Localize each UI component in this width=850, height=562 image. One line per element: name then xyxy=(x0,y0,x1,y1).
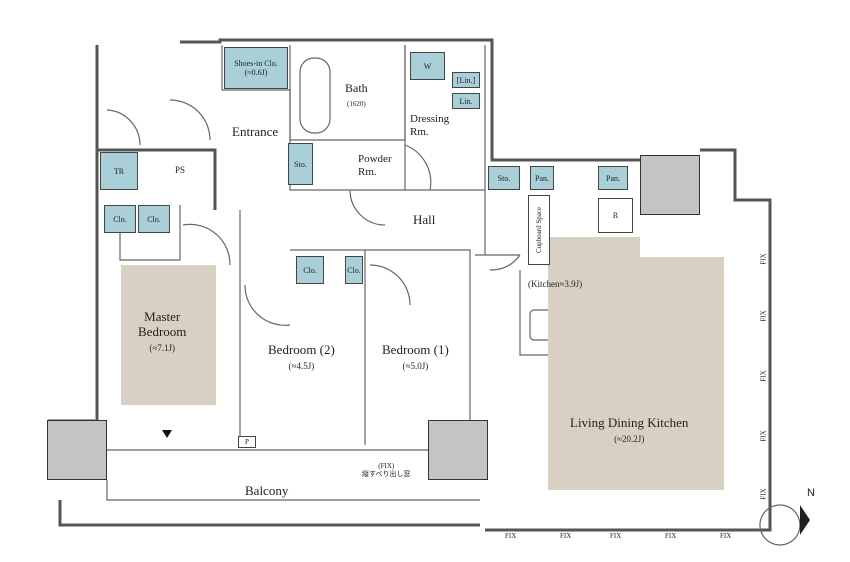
w-label: W xyxy=(423,61,432,71)
refrigerator: R xyxy=(598,198,633,233)
lin-label: Lin. xyxy=(459,96,473,106)
storage: Sto. xyxy=(288,143,313,185)
master-bedroom-floor xyxy=(121,265,216,405)
fix-label: FIX xyxy=(505,532,517,540)
dressing-name: Dressing xyxy=(410,113,450,125)
fix-label: FIX xyxy=(759,488,768,500)
master-name2: Bedroom xyxy=(138,323,187,339)
balcony-label: Balcony xyxy=(245,483,289,498)
clo-label: Clo. xyxy=(347,265,361,275)
bedroom2-label: Bedroom (2) (≈4.5J) xyxy=(268,342,335,373)
bath-name: Bath xyxy=(345,81,368,95)
fix-label: FIX xyxy=(560,532,572,540)
shoes-in-closet: Shoes-in Clo.(≈0.6J) xyxy=(224,47,288,89)
window-note: (FIX)縦すべり出し窓 xyxy=(362,462,411,478)
storage: Sto. xyxy=(488,166,520,190)
ps-label: PS xyxy=(175,165,186,175)
sto-label: Sto. xyxy=(294,159,307,169)
cupboard-label: Cupboard Space xyxy=(535,206,544,254)
ldk-size: (≈20.2J) xyxy=(614,433,645,444)
powder-name: Powder xyxy=(358,153,392,165)
fix-label: FIX xyxy=(759,253,768,265)
fix-label: FIX xyxy=(759,310,768,322)
closet: Clo. xyxy=(296,256,324,284)
bedroom2-name: Bedroom (2) xyxy=(268,342,335,357)
linen: Lin. xyxy=(452,93,480,109)
entrance-label: Entrance xyxy=(232,124,279,139)
p-box: P xyxy=(238,436,256,448)
clo-label: Clo. xyxy=(147,214,161,224)
powder-name2: Rm. xyxy=(358,165,377,178)
r-label: R xyxy=(612,211,619,220)
fix-label: FIX xyxy=(720,532,732,540)
linen-bracket: [Lin.] xyxy=(452,72,480,88)
column xyxy=(47,420,107,480)
window-type: 縦すべり出し窓 xyxy=(362,470,411,479)
ldk-label: Living Dining Kitchen (≈20.2J) xyxy=(570,415,689,446)
shoes-closet-label: Shoes-in Clo. xyxy=(234,59,278,68)
tr-box: TR xyxy=(100,152,138,190)
master-name: Master xyxy=(144,309,181,324)
bedroom2-size: (≈4.5J) xyxy=(288,360,315,371)
kitchen-label: (Kitchen≈3.9J) xyxy=(528,279,583,289)
pan-label: Pan. xyxy=(606,173,620,183)
master-size: (≈7.1J) xyxy=(149,342,176,353)
dressing-name2: Rm. xyxy=(410,125,429,138)
fix-label: FIX xyxy=(759,370,768,382)
fix-label: FIX xyxy=(665,532,677,540)
lin-label: [Lin.] xyxy=(456,75,476,85)
pantry: Pan. xyxy=(530,166,554,190)
compass-north-label: N xyxy=(807,487,815,499)
column xyxy=(640,155,700,215)
window-fix: (FIX) xyxy=(378,462,395,470)
closet: Clo. xyxy=(104,205,136,233)
ldk-floor xyxy=(548,237,724,490)
closet: Clo. xyxy=(345,256,363,284)
sto-label: Sto. xyxy=(497,173,511,183)
washer: W xyxy=(410,52,445,80)
column xyxy=(428,420,488,480)
bedroom1-name: Bedroom (1) xyxy=(382,342,449,357)
clo-label: Clo. xyxy=(113,214,127,224)
shoes-closet-size: (≈0.6J) xyxy=(244,68,268,77)
entry-marker-icon xyxy=(162,430,172,438)
pantry: Pan. xyxy=(598,166,628,190)
ldk-name: Living Dining Kitchen xyxy=(570,415,689,430)
hall-label: Hall xyxy=(413,212,436,227)
fix-label: FIX xyxy=(759,430,768,442)
bedroom1-label: Bedroom (1) (≈5.0J) xyxy=(382,342,449,373)
pan-label: Pan. xyxy=(535,173,549,183)
bedroom1-size: (≈5.0J) xyxy=(402,360,429,371)
cupboard-space: Cupboard Space xyxy=(528,195,550,265)
tr-label: TR xyxy=(113,166,125,176)
closet: Clo. xyxy=(138,205,170,233)
bath-label: Bath (1620) xyxy=(345,81,368,110)
p-label: P xyxy=(245,438,249,446)
fix-label: FIX xyxy=(610,532,622,540)
clo-label: Clo. xyxy=(303,265,317,275)
bath-size: (1620) xyxy=(347,99,366,108)
